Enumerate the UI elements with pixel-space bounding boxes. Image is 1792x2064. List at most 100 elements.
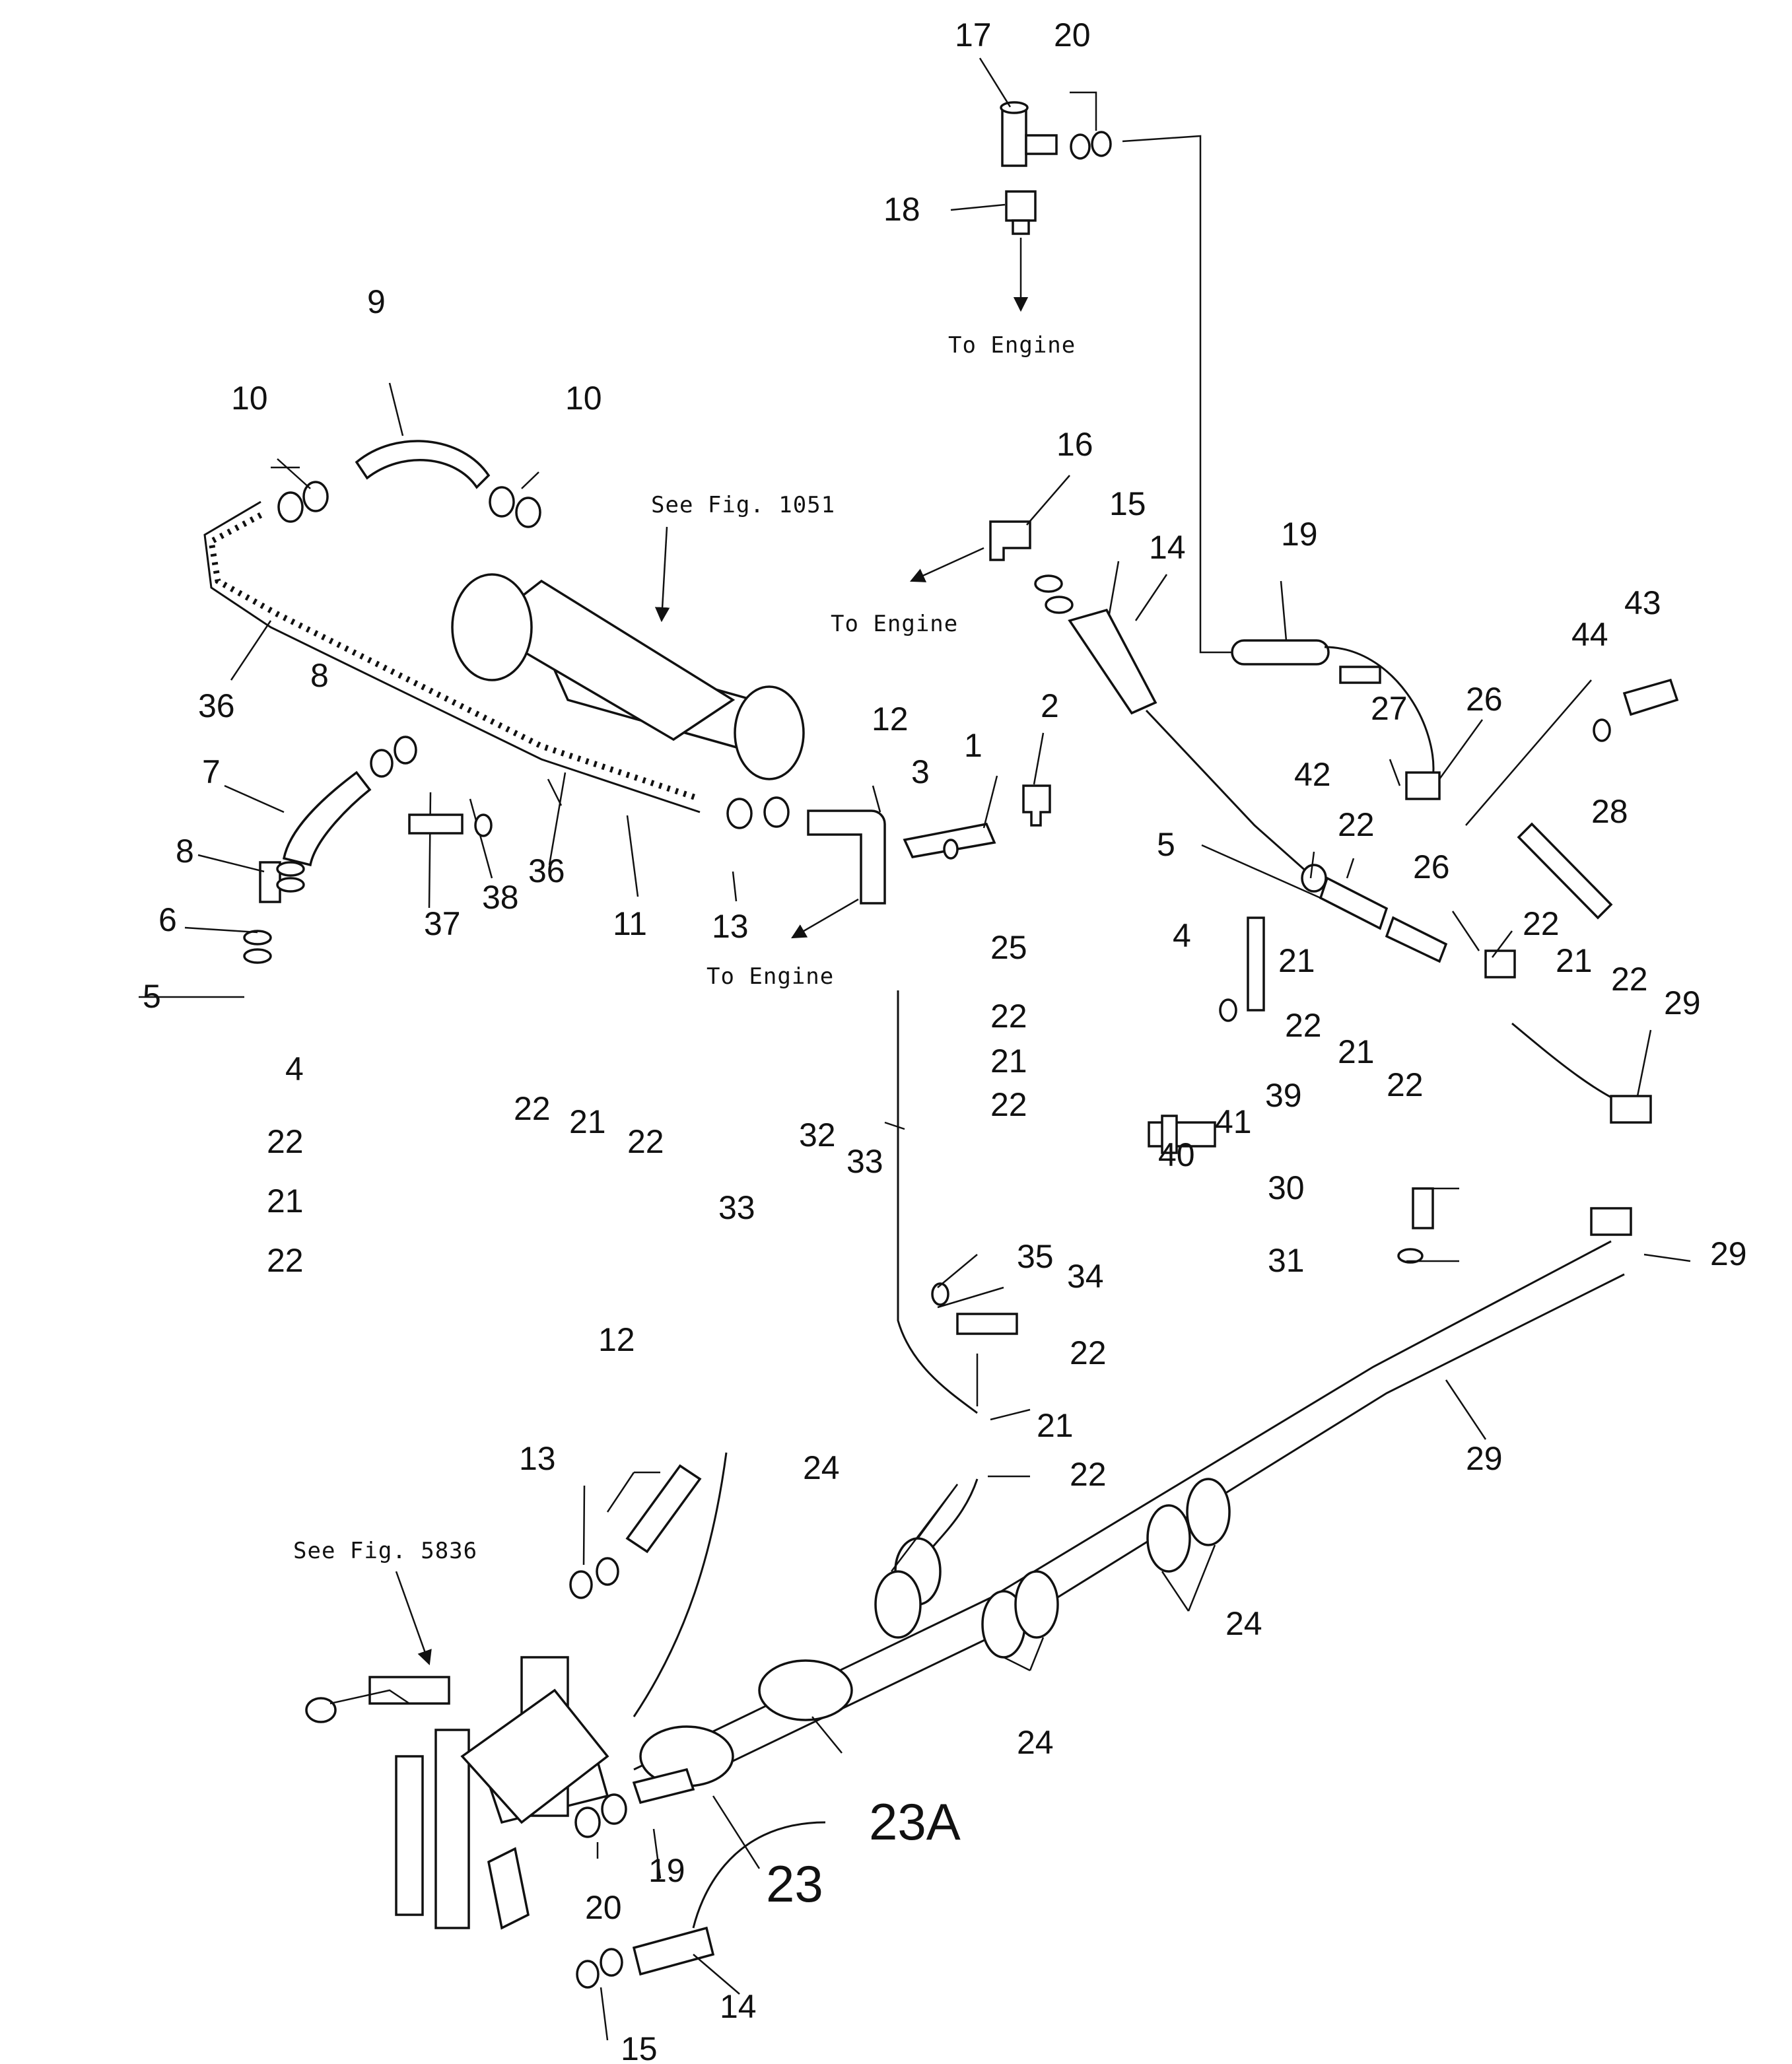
callout-12: 12 <box>872 701 909 738</box>
callout-21: 21 <box>1338 1033 1375 1070</box>
callout-26: 26 <box>1413 848 1450 885</box>
callout-22: 22 <box>1338 806 1375 843</box>
valve-icon <box>305 1656 609 1930</box>
to-engine-label: To Engine <box>706 963 834 990</box>
callout-1: 1 <box>964 727 982 764</box>
callout-21: 21 <box>267 1183 304 1220</box>
callout-22: 22 <box>267 1123 304 1160</box>
callout-31: 31 <box>1268 1242 1305 1279</box>
callout-22: 22 <box>1523 905 1560 942</box>
callout-33: 33 <box>846 1143 883 1180</box>
callout-26: 26 <box>1466 681 1503 718</box>
to-engine-label: To Engine <box>831 611 958 637</box>
callout-36: 36 <box>198 687 235 724</box>
hose-clamp-icon <box>1301 864 1448 963</box>
callout-21: 21 <box>990 1043 1027 1080</box>
callout-27: 27 <box>1371 690 1408 727</box>
callout-29: 29 <box>1664 984 1701 1021</box>
callout-43: 43 <box>1624 584 1661 621</box>
callout-40: 40 <box>1158 1136 1195 1173</box>
callout-24: 24 <box>1225 1605 1262 1642</box>
hose-clamp-icon <box>569 1557 627 1989</box>
callout-21: 21 <box>1037 1407 1074 1444</box>
callout-21: 21 <box>1278 942 1315 979</box>
callout-30: 30 <box>1268 1169 1305 1206</box>
callout-4: 4 <box>285 1050 304 1087</box>
callout-8: 8 <box>176 833 194 870</box>
see-fig-1051-label: See Fig. 1051 <box>651 492 835 518</box>
callout-25: 25 <box>990 929 1027 966</box>
callout-17: 17 <box>955 17 992 53</box>
callout-9: 9 <box>367 283 386 320</box>
callout-22: 22 <box>1611 961 1648 998</box>
callout-22: 22 <box>627 1123 664 1160</box>
callout-33: 33 <box>718 1189 755 1226</box>
callout-3: 3 <box>911 753 930 790</box>
callout-12: 12 <box>598 1321 635 1358</box>
callout-42: 42 <box>1294 756 1331 793</box>
callout-19: 19 <box>1281 516 1318 553</box>
washer-icon <box>474 718 1611 1306</box>
callout-22: 22 <box>1070 1456 1107 1493</box>
callout-34: 34 <box>1067 1258 1104 1295</box>
callout-14: 14 <box>1149 529 1186 566</box>
callout-7: 7 <box>202 753 221 790</box>
callout-4: 4 <box>1173 917 1191 954</box>
callout-20: 20 <box>1054 17 1091 53</box>
callout-29: 29 <box>1710 1235 1747 1272</box>
bolt-icon <box>408 678 1679 1335</box>
callout-13: 13 <box>712 908 749 945</box>
callout-39: 39 <box>1265 1077 1302 1114</box>
callout-23a: 23A <box>869 1793 961 1851</box>
callout-15: 15 <box>1109 485 1146 522</box>
hose-clamp-icon <box>1070 131 1112 160</box>
callout-24: 24 <box>1017 1724 1054 1761</box>
callout-22: 22 <box>267 1242 304 1279</box>
callout-10: 10 <box>565 380 602 417</box>
callout-22: 22 <box>990 998 1027 1035</box>
valve-icon <box>989 520 1031 561</box>
callout-36: 36 <box>528 852 565 889</box>
callout-23: 23 <box>766 1855 823 1913</box>
callout-13: 13 <box>519 1440 556 1477</box>
heater-icon <box>451 573 805 780</box>
callout-32: 32 <box>799 1117 836 1153</box>
callout-22: 22 <box>1387 1066 1424 1103</box>
callout-5: 5 <box>143 978 161 1015</box>
callout-20: 20 <box>585 1889 622 1926</box>
callout-8: 8 <box>310 657 329 694</box>
to-engine-label: To Engine <box>948 332 1076 359</box>
clip-icon <box>1405 771 1652 1236</box>
callout-16: 16 <box>1056 426 1093 463</box>
grommet-icon <box>639 1478 1231 1787</box>
callout-5: 5 <box>1157 826 1175 863</box>
hose-clamp-icon <box>243 861 305 964</box>
callout-21: 21 <box>1556 942 1593 979</box>
callout-22: 22 <box>1070 1334 1107 1371</box>
callout-22: 22 <box>990 1086 1027 1123</box>
callout-41: 41 <box>1215 1103 1252 1140</box>
callout-44: 44 <box>1571 616 1608 653</box>
hose-clamp-icon <box>277 481 790 829</box>
hose-clamp-icon <box>1034 574 1074 614</box>
callout-28: 28 <box>1591 793 1628 830</box>
callout-14: 14 <box>720 1988 757 2025</box>
callout-37: 37 <box>424 905 461 942</box>
callout-21: 21 <box>569 1103 606 1140</box>
callout-2: 2 <box>1041 687 1059 724</box>
callout-35: 35 <box>1017 1238 1054 1275</box>
callout-22: 22 <box>514 1090 551 1127</box>
callout-18: 18 <box>883 191 920 228</box>
callout-22: 22 <box>1285 1007 1322 1044</box>
callout-10: 10 <box>231 380 268 417</box>
see-fig-5836-label: See Fig. 5836 <box>293 1538 477 1564</box>
callout-38: 38 <box>482 879 519 916</box>
callout-29: 29 <box>1466 1440 1503 1477</box>
valve-icon <box>1000 101 1058 235</box>
callout-11: 11 <box>613 905 647 942</box>
callout-6: 6 <box>158 901 177 938</box>
callout-24: 24 <box>803 1449 840 1486</box>
callout-19: 19 <box>648 1852 685 1889</box>
callout-15: 15 <box>621 2030 658 2064</box>
